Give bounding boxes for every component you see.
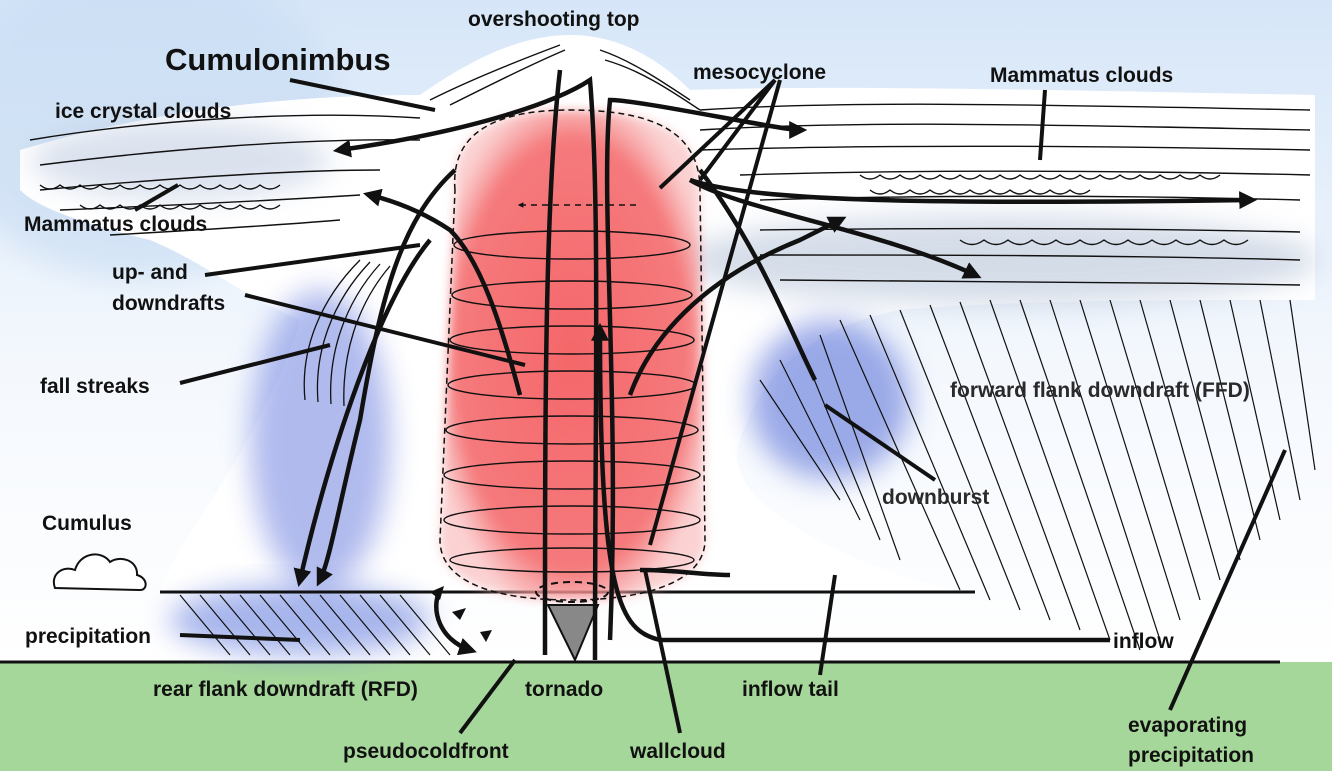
label-wallcloud: wallcloud — [630, 741, 726, 762]
label-mammatus-top: Mammatus clouds — [990, 65, 1173, 86]
label-downburst: downburst — [882, 487, 989, 508]
label-cumulus: Cumulus — [42, 513, 132, 534]
label-ice-crystal-clouds: ice crystal clouds — [55, 101, 231, 122]
label-overshooting-top: overshooting top — [468, 9, 640, 30]
label-inflow: inflow — [1113, 631, 1174, 652]
label-inflow-tail: inflow tail — [742, 679, 839, 700]
label-precipitation: precipitation — [25, 626, 151, 647]
label-rfd: rear flank downdraft (RFD) — [153, 679, 418, 700]
label-ffd: forward flank downdraft (FFD) — [950, 380, 1250, 401]
label-tornado: tornado — [525, 679, 603, 700]
label-cumulonimbus: Cumulonimbus — [165, 44, 391, 75]
label-fall-streaks: fall streaks — [40, 376, 150, 397]
label-evaporating: evaporating — [1128, 715, 1247, 736]
label-up-and: up- and — [112, 262, 188, 283]
label-evaporating-precipitation: precipitation — [1128, 745, 1254, 766]
label-mesocyclone: mesocyclone — [693, 62, 826, 83]
label-mammatus-left: Mammatus clouds — [24, 214, 207, 235]
label-downdrafts: downdrafts — [112, 293, 225, 314]
label-pseudocoldfront: pseudocoldfront — [343, 741, 509, 762]
